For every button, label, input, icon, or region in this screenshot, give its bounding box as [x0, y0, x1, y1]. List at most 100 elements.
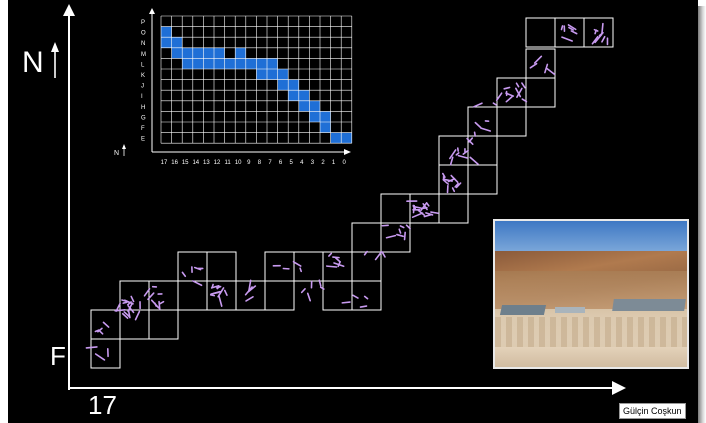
- inset-column-label: 4: [300, 160, 304, 166]
- inset-highlight-cell: [277, 79, 289, 91]
- find-fragment: [457, 154, 469, 159]
- find-fragment: [292, 260, 302, 267]
- find-fragment: [381, 251, 386, 258]
- find-fragment: [396, 233, 404, 238]
- inset-highlight-cell: [288, 79, 299, 91]
- find-fragment: [223, 289, 228, 296]
- find-fragment: [560, 25, 564, 31]
- inset-column-label: 16: [171, 160, 178, 166]
- inset-column-label: 2: [321, 160, 325, 166]
- find-fragment: [505, 95, 513, 103]
- find-fragment: [469, 156, 479, 166]
- find-fragment: [134, 310, 141, 321]
- inset-row-label: M: [141, 52, 146, 58]
- inset-column-label: 0: [343, 160, 347, 166]
- inset-highlight-cell: [182, 58, 193, 69]
- find-fragment: [352, 294, 359, 299]
- inset-highlight-cell: [235, 58, 246, 69]
- find-fragment: [122, 301, 128, 304]
- inset-column-label: 6: [279, 160, 283, 166]
- inset-north-label: N: [114, 150, 120, 157]
- inset-highlight-cell: [182, 47, 193, 59]
- find-fragment: [454, 182, 459, 188]
- inset-highlight-cell: [277, 69, 289, 80]
- inset-row-label: K: [141, 73, 145, 79]
- find-fragment: [567, 24, 577, 31]
- inset-row-label: H: [141, 105, 145, 111]
- trench-square: [467, 164, 498, 195]
- inset-highlight-cell: [224, 58, 236, 69]
- photo-credit: Gülçin Coşkun: [619, 403, 686, 419]
- find-fragment: [363, 295, 369, 300]
- find-fragment: [449, 149, 457, 160]
- find-fragment: [97, 327, 103, 333]
- find-fragment: [451, 187, 456, 193]
- find-fragment: [515, 82, 520, 88]
- find-fragment: [114, 308, 126, 312]
- inset-column-label: 5: [290, 160, 294, 166]
- find-fragment: [158, 300, 161, 311]
- find-fragment: [127, 302, 134, 313]
- find-fragment: [337, 261, 341, 268]
- find-fragment: [468, 137, 474, 143]
- inset-row-label: I: [141, 94, 143, 100]
- trench-square: [380, 222, 411, 253]
- find-fragment: [328, 252, 333, 257]
- find-fragment: [181, 271, 187, 278]
- find-fragment: [193, 266, 202, 271]
- inset-highlight-cell: [214, 58, 225, 69]
- trench-square: [525, 17, 556, 48]
- trench-square: [554, 17, 585, 48]
- find-fragment: [462, 149, 469, 155]
- find-fragment: [210, 290, 221, 295]
- inset-column-label: 8: [258, 160, 262, 166]
- find-fragment: [561, 36, 573, 42]
- find-fragment: [98, 330, 104, 335]
- column-17-label: 17: [88, 390, 117, 420]
- inset-row-label: N: [141, 41, 145, 47]
- find-fragment: [127, 310, 131, 319]
- find-fragment: [472, 102, 483, 108]
- inset-column-label: 13: [203, 160, 210, 166]
- trench-square: [351, 222, 382, 253]
- main-axes: [51, 4, 626, 395]
- find-fragment: [248, 279, 252, 292]
- find-fragment: [127, 305, 135, 314]
- inset-highlight-cell: [192, 58, 204, 69]
- excavation-site-photo: [493, 219, 689, 369]
- find-fragment: [216, 285, 222, 289]
- find-fragment: [359, 305, 368, 308]
- find-fragment: [385, 234, 397, 239]
- find-fragment: [399, 225, 405, 229]
- inset-row-label: J: [141, 84, 144, 90]
- trench-square: [264, 280, 295, 311]
- inset-row-label: L: [141, 62, 145, 68]
- inset-column-label: 15: [182, 160, 189, 166]
- find-fragment: [115, 302, 121, 312]
- find-fragment: [412, 204, 416, 214]
- inset-highlight-cell: [171, 37, 183, 48]
- trench-square: [438, 135, 469, 166]
- inset-highlight-cell: [203, 47, 214, 59]
- find-fragment: [441, 172, 446, 178]
- trench-square: [148, 309, 179, 340]
- inset-highlight-cell: [171, 47, 183, 59]
- find-fragment: [495, 92, 503, 102]
- inset-column-label: 10: [235, 160, 242, 166]
- find-fragment: [102, 321, 110, 328]
- inset-column-label: 17: [161, 160, 168, 166]
- find-fragment: [130, 295, 135, 303]
- find-fragment: [533, 55, 543, 64]
- find-fragment: [209, 294, 216, 297]
- inset-column-label: 1: [332, 160, 336, 166]
- find-fragment: [398, 228, 402, 234]
- inset-highlight-cell: [298, 90, 310, 101]
- inset-row-label: F: [141, 126, 145, 132]
- inset-y-arrowhead: [149, 8, 155, 14]
- inset-highlight-cell: [161, 37, 172, 48]
- inset-row-label: G: [141, 115, 146, 121]
- find-fragment: [403, 231, 406, 241]
- inset-highlight-cell: [341, 132, 352, 144]
